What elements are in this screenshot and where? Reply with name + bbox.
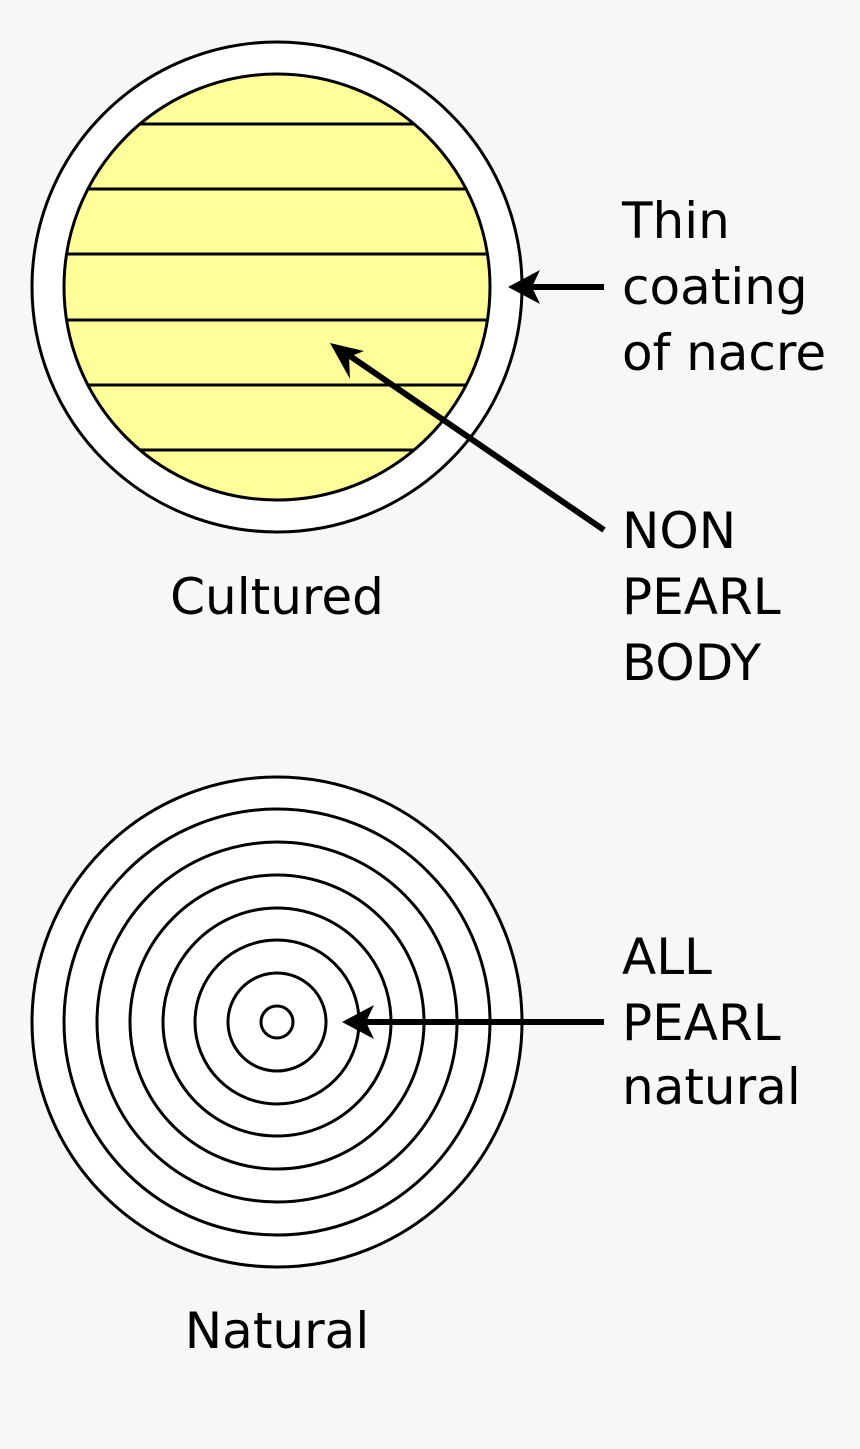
coating-label-line: Thin [621,192,730,250]
natural-label-line: PEARL [622,994,781,1052]
natural-label-line: natural [622,1058,801,1116]
natural-caption: Natural [185,1302,369,1360]
nucleus-label: NON PEARL BODY [622,502,796,692]
natural-pearl [30,775,524,1269]
natural-arrow [342,1005,604,1039]
coating-arrow [508,270,604,304]
nucleus-label-line: BODY [622,634,762,692]
nucleus-label-line: NON [622,502,736,560]
coating-label-line: coating [622,258,808,316]
cultured-nucleus [62,72,492,502]
cultured-caption: Cultured [170,568,384,626]
coating-label: Thin coating of nacre [621,192,826,382]
nucleus-label-line: PEARL [622,568,781,626]
natural-layers-label: ALL PEARL natural [622,928,801,1116]
nucleus-arrow [330,343,606,533]
coating-label-line: of nacre [622,324,826,382]
natural-label-line: ALL [622,928,712,986]
cultured-pearl [30,40,524,534]
natural-core [259,1004,295,1040]
